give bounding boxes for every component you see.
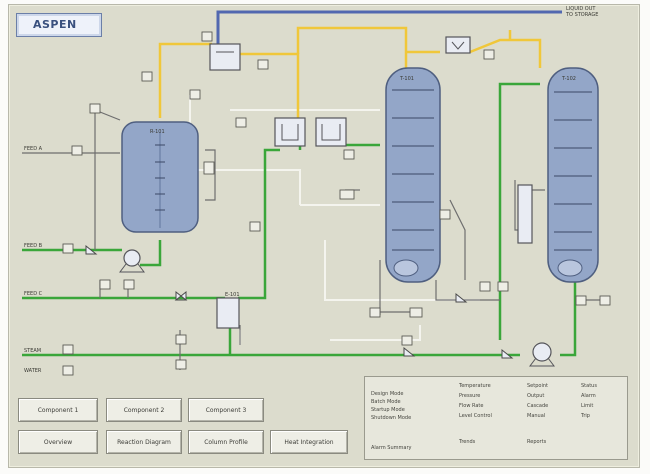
vapor-lines: [158, 26, 542, 118]
legend-col1-item: Shutdown Mode: [371, 415, 412, 421]
legend-col1-item: Startup Mode: [371, 407, 405, 413]
outlet-label-line-1: LIQUID OUT: [566, 6, 596, 12]
legend-col3-item: Setpoint: [527, 383, 548, 389]
feed-label-3: FEED C: [24, 291, 43, 297]
component-2-label: Component 2: [123, 406, 165, 414]
exchanger-label: E-101: [225, 292, 240, 298]
condenser-2[interactable]: [315, 117, 347, 147]
outlet-label-line-2: TO STORAGE: [566, 12, 599, 18]
legend-col3-item: Output: [527, 393, 545, 399]
feed-label-4: STEAM: [24, 348, 41, 354]
feed-label-5: WATER: [24, 368, 42, 374]
legend-col2-item: Level Control: [459, 413, 492, 419]
legend-col3-item: Cascade: [527, 403, 549, 409]
reports-link[interactable]: Reports: [527, 439, 547, 445]
feed-label-2: FEED B: [24, 243, 43, 249]
legend-col3-item: Manual: [527, 413, 546, 419]
reboiler[interactable]: [517, 184, 533, 244]
component-3-label: Component 3: [205, 406, 247, 414]
legend-col4-item: Status: [581, 383, 597, 389]
overhead-line: [216, 10, 562, 44]
overview-label: Overview: [43, 438, 73, 446]
heat-integration-label: Heat Integration: [284, 438, 334, 446]
legend-col4-item: Limit: [581, 403, 594, 409]
heat-integration-button[interactable]: Heat Integration: [270, 430, 348, 454]
legend-col1-item: Batch Mode: [371, 399, 401, 405]
reactor-label: R-101: [150, 129, 165, 135]
condenser-1[interactable]: [274, 117, 306, 147]
alarm-summary-link[interactable]: Alarm Summary: [371, 445, 412, 451]
logo-text: ASPEN: [33, 18, 77, 31]
column-1-label: T-101: [399, 76, 414, 82]
reactor-vessel[interactable]: R-101: [121, 121, 199, 233]
component-2-button[interactable]: Component 2: [106, 398, 182, 422]
reaction-diagram-label: Reaction Diagram: [117, 438, 171, 446]
column-2-label: T-102: [561, 76, 576, 82]
legend-col4-item: Alarm: [581, 393, 596, 399]
app-logo: ASPEN: [16, 13, 102, 37]
overview-button[interactable]: Overview: [18, 430, 98, 454]
trends-link[interactable]: Trends: [459, 439, 476, 445]
component-1-label: Component 1: [37, 406, 79, 414]
pump-2-icon[interactable]: [529, 342, 555, 367]
instrument-tags[interactable]: [62, 31, 611, 376]
legend-col2-item: Flow Rate: [459, 403, 484, 409]
distillation-column-2[interactable]: T-102: [547, 67, 599, 283]
column-profile-button[interactable]: Column Profile: [188, 430, 264, 454]
control-valves[interactable]: [85, 244, 514, 359]
utility-lines: [22, 109, 600, 370]
component-1-button[interactable]: Component 1: [18, 398, 98, 422]
column-profile-label: Column Profile: [204, 438, 248, 446]
legend-col2-item: Pressure: [459, 393, 481, 399]
heat-exchanger[interactable]: E-101: [216, 292, 240, 329]
reaction-diagram-button[interactable]: Reaction Diagram: [106, 430, 182, 454]
pump-1-icon[interactable]: [119, 249, 145, 273]
legend-col1-item: Design Mode: [371, 391, 404, 397]
distillation-column-1[interactable]: T-101: [385, 67, 441, 283]
legend-col4-item: Trip: [581, 413, 590, 419]
overhead-drum[interactable]: [209, 43, 241, 71]
mode-status-panel: Design Mode Batch Mode Startup Mode Shut…: [364, 376, 628, 460]
feed-label-1: FEED A: [24, 146, 43, 152]
valve-header[interactable]: [445, 36, 471, 54]
outlet-label: LIQUID OUT TO STORAGE: [566, 6, 598, 18]
legend-col2-item: Temperature: [459, 383, 491, 389]
component-3-button[interactable]: Component 3: [188, 398, 264, 422]
